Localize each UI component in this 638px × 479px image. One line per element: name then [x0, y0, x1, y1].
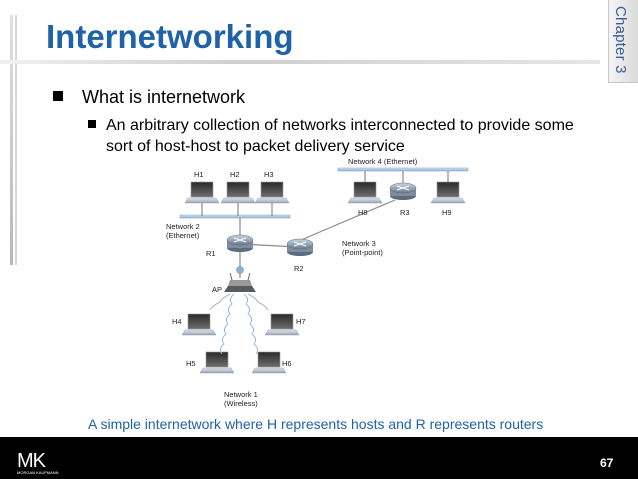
access-point — [224, 266, 256, 292]
label-h9: H9 — [442, 208, 452, 217]
title-underline — [0, 60, 600, 64]
label-r2: R2 — [294, 264, 304, 273]
host-h8 — [347, 181, 383, 204]
internetwork-diagram: H1 H2 H3 Network 4 (Ethernet) H8 R3 H9 N… — [166, 157, 469, 408]
svg-text:MORGAN KAUFMANN: MORGAN KAUFMANN — [17, 470, 59, 475]
host-h4 — [181, 313, 217, 336]
label-network-1-line2: (Wireless) — [224, 399, 258, 408]
label-ap: AP — [212, 285, 222, 294]
router-r1 — [226, 234, 254, 252]
chapter-label: Chapter 3 — [612, 6, 629, 74]
bullet-2-text: An arbitrary collection of networks inte… — [106, 117, 574, 155]
host-h6 — [251, 351, 287, 374]
label-h7: H7 — [296, 317, 306, 326]
label-h5: H5 — [186, 359, 196, 368]
label-h8: H8 — [358, 208, 368, 217]
router-r2 — [286, 238, 314, 256]
host-h3 — [254, 181, 290, 204]
label-network-2-line1: Network 2 — [166, 222, 200, 231]
label-network-1-line1: Network 1 — [224, 390, 258, 399]
chapter-tab — [608, 0, 638, 83]
bullet-1-text: What is internetwork — [82, 87, 246, 107]
host-h2 — [220, 181, 256, 204]
square-bullet-icon — [88, 120, 96, 128]
host-h5 — [199, 351, 235, 374]
left-decor-rule — [10, 15, 13, 265]
host-h1 — [184, 181, 220, 204]
network-4-bus — [337, 167, 469, 172]
label-r3: R3 — [400, 208, 410, 217]
label-network-2-line2: (Ethernet) — [166, 231, 200, 240]
label-network-4: Network 4 (Ethernet) — [348, 157, 418, 166]
label-h1: H1 — [194, 170, 204, 179]
label-h3: H3 — [264, 170, 274, 179]
host-h7 — [264, 313, 300, 336]
network-2-bus — [179, 214, 291, 219]
page-number: 67 — [600, 456, 614, 470]
label-h4: H4 — [172, 317, 182, 326]
host-h9 — [430, 181, 466, 204]
diagram-caption: A simple internetwork where H represents… — [88, 416, 544, 432]
label-h6: H6 — [282, 359, 292, 368]
square-bullet-icon — [53, 91, 63, 101]
label-r1: R1 — [206, 249, 216, 258]
left-decor-rule-inner — [15, 15, 17, 265]
mk-logo-icon: MK MORGAN KAUFMANN — [17, 450, 59, 475]
slide-title: Internetworking — [46, 18, 294, 55]
wireless-links — [209, 293, 269, 355]
label-h2: H2 — [230, 170, 240, 179]
svg-text:MK: MK — [17, 450, 47, 472]
router-r3 — [389, 182, 417, 200]
label-network-3-line1: Network 3 — [342, 239, 376, 248]
label-network-3-line2: (Point-point) — [342, 248, 383, 257]
footer-bar — [0, 437, 638, 479]
